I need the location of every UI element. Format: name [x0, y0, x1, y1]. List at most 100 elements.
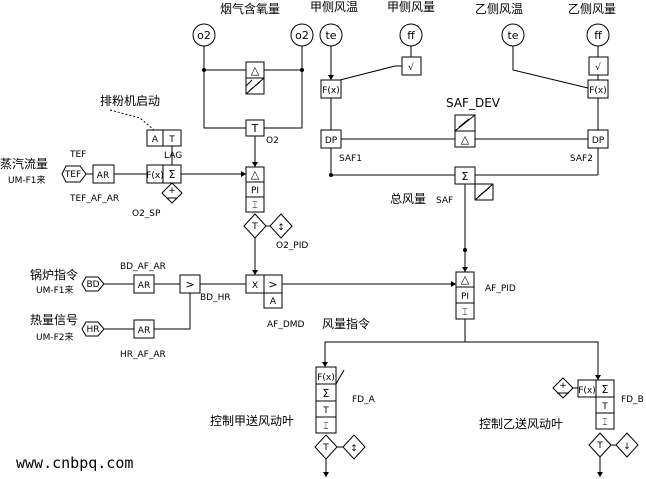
label-ctrl-a: 控制甲送风动叶: [210, 413, 294, 428]
watermark: www.cnbpq.com: [16, 454, 133, 472]
tag-af-pid: AF_PID: [485, 284, 516, 294]
svg-text:F(x): F(x): [322, 86, 340, 96]
saf-deviation-block: △: [454, 114, 476, 148]
tag-bd-hr: BD_HR: [200, 293, 231, 303]
b-flow-sqrt-block: √: [588, 56, 609, 76]
high-select-block: >: [179, 274, 201, 294]
svg-text:√: √: [595, 62, 601, 73]
svg-text:F(x): F(x): [317, 373, 335, 383]
tag-saf2: SAF2: [570, 154, 593, 164]
svg-text:△: △: [461, 273, 470, 286]
tag-saf: SAF: [436, 196, 453, 206]
svg-text:TEF: TEF: [64, 170, 81, 180]
bd-input-tag: BD: [81, 276, 105, 292]
fd-b-transfer-diamond: T: [588, 432, 612, 458]
svg-text:>: >: [268, 278, 277, 291]
label-air-cmd: 风量指令: [322, 316, 370, 331]
svg-text:Σ: Σ: [462, 170, 469, 183]
svg-text:Σ: Σ: [602, 383, 609, 396]
svg-text:DP: DP: [325, 136, 338, 146]
svg-text:△: △: [251, 168, 260, 181]
o2-transfer-block: T: [245, 119, 265, 137]
o2-sp-bias-diamond: +: [161, 182, 183, 204]
o2-pid-block: △ PI ⌶: [245, 166, 265, 213]
svg-text:T: T: [601, 402, 608, 412]
label-heat-src: UM-F2来: [36, 332, 74, 343]
svg-text:F(x): F(x): [589, 86, 607, 96]
tag-o2-sp: O2_SP: [132, 209, 161, 219]
svg-text:AR: AR: [138, 281, 150, 291]
svg-text:+: +: [559, 381, 567, 391]
svg-text:AR: AR: [97, 171, 109, 181]
svg-text:△: △: [251, 64, 260, 77]
tag-o2-pid: O2_PID: [276, 241, 308, 251]
svg-text:T: T: [322, 406, 329, 416]
o2-pid-transfer-diamond: T: [243, 213, 267, 239]
svg-text:AR: AR: [138, 326, 150, 336]
svg-text:ff: ff: [407, 29, 415, 42]
bd-ar-block: AR: [133, 274, 155, 294]
svg-text:△: △: [461, 133, 470, 146]
a-flow-transmitter: ff: [399, 23, 423, 47]
svg-text:↕: ↕: [277, 223, 285, 233]
svg-text:↕: ↕: [350, 444, 358, 454]
svg-text:te: te: [325, 29, 336, 42]
svg-text:T: T: [322, 443, 329, 453]
o2-sp-sum-block: Σ: [162, 164, 182, 184]
a-flow-dp-block: DP: [320, 129, 342, 149]
label-flue-o2: 烟气含氧量: [220, 1, 280, 16]
tag-saf-dev: SAF_DEV: [446, 96, 501, 110]
label-b-temp: 乙侧风温: [475, 2, 523, 16]
fd-a-transfer-diamond: T: [314, 434, 338, 460]
fd-b-manual-diamond: ↓: [615, 432, 639, 458]
svg-text:te: te: [507, 29, 518, 42]
tag-fd-a: FD_A: [352, 395, 376, 405]
label-heat-signal: 热量信号: [30, 313, 78, 327]
svg-text:F(x): F(x): [146, 171, 164, 181]
mill-start-block: A T: [146, 129, 182, 147]
svg-text:T: T: [251, 222, 258, 232]
fd-a-block: F(x) Σ T ⌶: [315, 366, 345, 434]
label-b-flow: 乙侧风量: [568, 2, 616, 16]
svg-text:DP: DP: [592, 136, 605, 146]
svg-text:o2: o2: [197, 29, 211, 42]
tag-tef: TEF: [69, 150, 86, 160]
hr-input-tag: HR: [81, 321, 105, 337]
svg-text:T: T: [251, 122, 259, 135]
tag-tef-af-ar: TEF_AF_AR: [69, 194, 119, 204]
af-demand-block: X > A: [245, 274, 283, 309]
b-flow-fx-block: F(x): [587, 79, 609, 99]
svg-text:⌶: ⌶: [462, 308, 467, 318]
label-steam-flow: 蒸汽流量: [0, 156, 48, 171]
fd-b-block: F(x) Σ T ⌶: [577, 379, 615, 430]
svg-text:√: √: [408, 62, 414, 73]
label-total-air: 总风量: [390, 192, 426, 206]
svg-text:>: >: [185, 278, 194, 291]
svg-text:BD: BD: [86, 280, 99, 290]
svg-text:F(x): F(x): [578, 386, 596, 396]
tag-fd-b: FD_B: [621, 395, 644, 405]
o2-transmitter-left: o2: [192, 23, 216, 47]
hr-ar-block: AR: [133, 319, 155, 339]
svg-text:T: T: [168, 135, 175, 145]
a-flow-sqrt-block: √: [401, 56, 422, 76]
svg-text:T: T: [596, 441, 603, 451]
svg-text:+: +: [168, 186, 176, 196]
label-boiler-cmd: 锅炉指令: [30, 267, 78, 282]
tag-hr-af-ar: HR_AF_AR: [120, 350, 166, 360]
svg-text:PI: PI: [461, 292, 469, 302]
svg-text:A: A: [270, 297, 277, 307]
o2-pid-manual-diamond: ↕: [269, 213, 293, 239]
o2-deviation-block: △: [245, 61, 265, 95]
svg-text:Σ: Σ: [169, 168, 176, 181]
svg-text:⌶: ⌶: [323, 422, 328, 432]
label-a-temp: 甲侧风温: [310, 0, 358, 14]
svg-text:X: X: [252, 281, 258, 291]
tag-saf1: SAF1: [339, 154, 362, 164]
svg-text:PI: PI: [251, 186, 259, 196]
fd-a-manual-diamond: ↕: [342, 434, 366, 460]
svg-text:⌶: ⌶: [602, 418, 607, 428]
svg-text:HR: HR: [86, 325, 99, 335]
tag-bd-af-ar: BD_AF_AR: [120, 262, 166, 272]
